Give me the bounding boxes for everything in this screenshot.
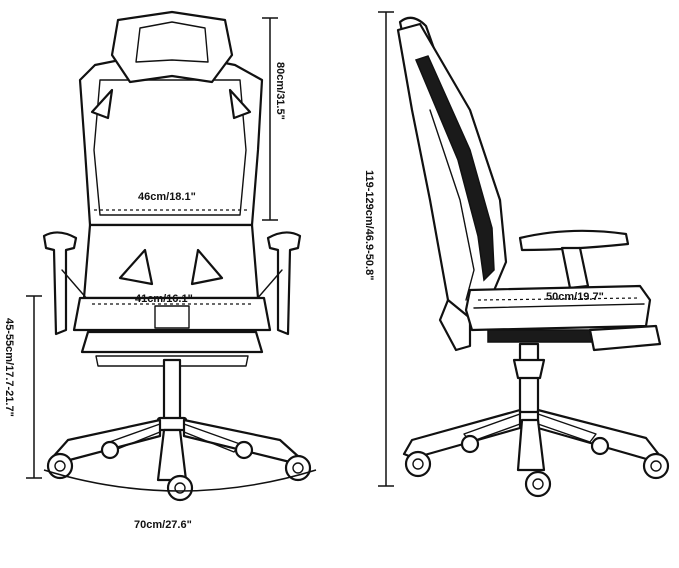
- side-armrest-post: [560, 246, 590, 290]
- side-seat-line: [473, 303, 645, 309]
- side-base-leg-center: [516, 418, 546, 472]
- front-headrest: [110, 10, 234, 84]
- front-backrest-panel: [93, 79, 247, 216]
- side-caster-left: [404, 450, 432, 478]
- side-back-support: [438, 298, 472, 352]
- front-seat: [72, 296, 272, 332]
- side-caster-right: [642, 452, 670, 480]
- side-footrest: [588, 324, 662, 352]
- side-caster-center: [524, 470, 552, 498]
- side-caster-back-right: [590, 436, 610, 456]
- front-caster-back-left: [100, 440, 120, 460]
- front-lower-back: [82, 223, 260, 300]
- front-seat-center: [154, 305, 190, 329]
- label-seat-height: 45-55cm/17.7-21.7": [3, 318, 15, 417]
- front-lumbar-right: [190, 248, 224, 286]
- front-gas-lift: [162, 358, 182, 424]
- side-base-leg-back-right: [537, 413, 597, 443]
- label-backrest-width: 46cm/18.1": [138, 191, 196, 203]
- label-base-width: 70cm/27.6": [134, 519, 192, 531]
- front-view-chair: [42, 10, 312, 502]
- front-dimension-lines: [26, 17, 317, 492]
- side-backrest-inner: [429, 109, 475, 301]
- side-armrest-pad: [518, 229, 630, 252]
- label-total-height: 119-129cm/46.9-50.8": [363, 170, 375, 280]
- front-caster-back-right: [234, 440, 254, 460]
- label-seat-depth: 50cm/19.7": [546, 291, 604, 303]
- front-accent-left: [90, 88, 114, 120]
- front-armrest-left: [42, 231, 78, 336]
- side-dimension-lines: [378, 11, 641, 487]
- side-gas-cover: [512, 358, 546, 380]
- dim-line-base-width: [43, 469, 317, 492]
- front-headrest-inner: [135, 21, 209, 63]
- side-view-chair: [396, 16, 670, 498]
- front-caster-right: [284, 454, 312, 482]
- side-base-leg-left: [402, 408, 522, 460]
- label-backrest-height: 80cm/31.5": [274, 62, 286, 120]
- label-seat-width: 41cm/16.1": [135, 293, 193, 305]
- side-backrest-stripe: [414, 55, 495, 282]
- front-lumbar-left: [118, 248, 154, 286]
- front-footrest-bar: [95, 355, 249, 367]
- side-seat-mechanism: [487, 329, 601, 343]
- front-gas-lift-base: [156, 416, 188, 432]
- front-caster-center: [166, 474, 194, 502]
- front-base-leg-center: [156, 428, 188, 482]
- front-caster-left: [46, 452, 74, 480]
- front-footrest: [80, 330, 264, 354]
- front-armrest-right: [266, 231, 302, 336]
- front-accent-right: [228, 88, 252, 120]
- side-caster-back-left: [460, 434, 480, 454]
